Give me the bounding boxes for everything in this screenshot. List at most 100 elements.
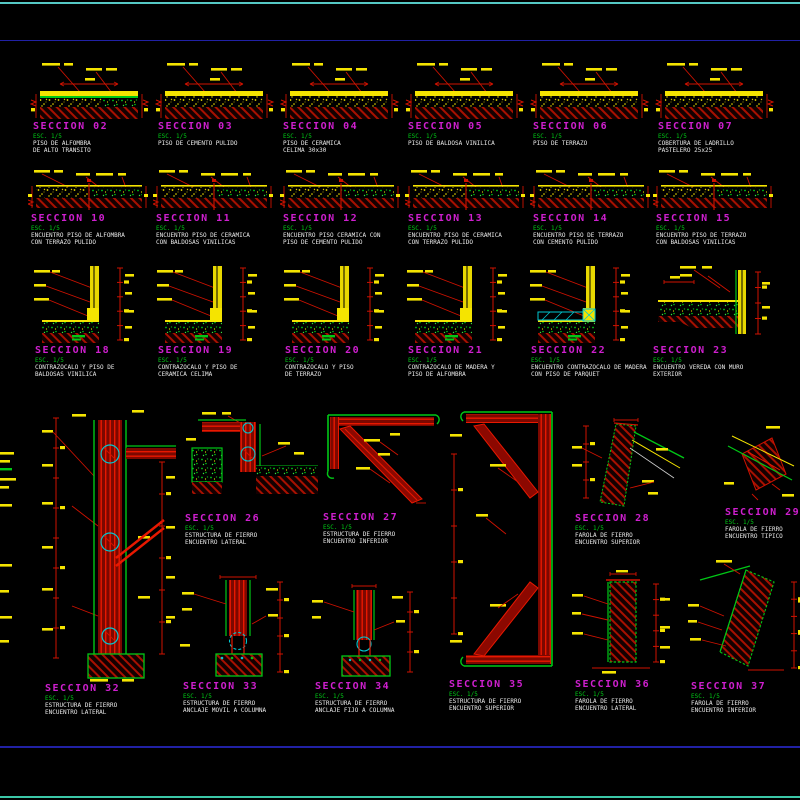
detail-drawing <box>34 266 134 343</box>
scale-label: ESC. 1/5 <box>283 133 312 140</box>
section-title: SECCION 19 <box>158 345 234 356</box>
scale-label: ESC. 1/5 <box>45 695 74 702</box>
section-title: SECCION 13 <box>408 213 484 224</box>
section-description: FAROLA DE FIERRO <box>575 698 633 705</box>
scale-label: ESC. 1/5 <box>285 357 314 364</box>
frame-line-bottom-inner <box>0 746 800 748</box>
detail-drawing <box>407 266 507 343</box>
detail-drawing <box>280 170 400 210</box>
section-description: PISO DE ALFOMBRA <box>408 371 466 378</box>
margin-annotations <box>0 452 30 518</box>
detail-drawing <box>28 170 148 210</box>
margin-annotations <box>0 560 26 656</box>
scale-label: ESC. 1/5 <box>656 225 685 232</box>
section-title: SECCION 14 <box>533 213 609 224</box>
section-description: ENCUENTRO PISO DE TERRAZO <box>656 232 747 239</box>
section-title: SECCION 32 <box>45 683 121 694</box>
scale-label: ESC. 1/5 <box>408 357 437 364</box>
section-title: SECCION 29 <box>725 507 800 518</box>
scale-label: ESC. 1/5 <box>725 519 754 526</box>
section-description: PISO DE CEMENTO PULIDO <box>283 239 363 246</box>
section-title: SECCION 05 <box>408 121 484 132</box>
section-description: PISO DE ALFOMBRA <box>33 140 91 147</box>
section-description: ENCUENTRO LATERAL <box>575 705 637 712</box>
section-description: ESTRUCTURA DE FIERRO <box>449 698 522 705</box>
scale-label: ESC. 1/5 <box>31 225 60 232</box>
scale-label: ESC. 1/5 <box>531 357 560 364</box>
detail-drawing <box>724 426 795 501</box>
detail-drawing <box>157 266 257 343</box>
detail-drawing <box>312 584 419 677</box>
section-description: PISO DE BALDOSA VINILICA <box>408 140 495 147</box>
section-description: PISO DE CERAMICA <box>283 140 341 147</box>
section-description: FAROLA DE FIERRO <box>691 700 749 707</box>
section-title: SECCION 22 <box>531 345 607 356</box>
section-title: SECCION 03 <box>158 121 234 132</box>
section-description: ESTRUCTURA DE FIERRO <box>315 700 388 707</box>
section-title: SECCION 06 <box>533 121 609 132</box>
section-description: ENCUENTRO SUPERIOR <box>449 705 515 712</box>
scale-label: ESC. 1/5 <box>533 225 562 232</box>
detail-drawing <box>688 560 800 671</box>
scale-label: ESC. 1/5 <box>408 133 437 140</box>
detail-drawing <box>186 412 318 494</box>
section-description: ENCUENTRO CONTRAZOCALO DE MADERA <box>531 364 647 371</box>
section-title: SECCION 04 <box>283 121 359 132</box>
section-description: ENCUENTRO INFERIOR <box>323 538 389 545</box>
section-description: ANCLAJE FIJO A COLUMNA <box>315 707 395 714</box>
scale-label: ESC. 1/5 <box>575 525 604 532</box>
section-description: ENCUENTRO PISO DE TERRAZO <box>533 232 624 239</box>
section-title: SECCION 35 <box>449 679 525 690</box>
detail-drawing <box>42 410 176 682</box>
detail-drawing <box>530 63 650 119</box>
section-description: ESTRUCTURA DE FIERRO <box>183 700 256 707</box>
section-description: CON BALDOSAS VINILICAS <box>156 239 236 246</box>
section-description: ANCLAJE MOVIL A COLUMNA <box>183 707 267 714</box>
detail-drawing <box>284 266 384 343</box>
detail-drawing <box>572 418 685 507</box>
section-title: SECCION 23 <box>653 345 729 356</box>
frame-line-bottom-outer <box>0 796 800 798</box>
scale-label: ESC. 1/5 <box>185 525 214 532</box>
section-description: ENCUENTRO PISO DE CERAMICA <box>156 232 250 239</box>
section-description: ENCUENTRO PISO DE ALFOMBRA <box>31 232 125 239</box>
detail-drawing <box>153 170 273 210</box>
detail-drawing <box>405 63 525 119</box>
section-description: ENCUENTRO INFERIOR <box>691 707 757 714</box>
section-title: SECCION 07 <box>658 121 734 132</box>
scale-label: ESC. 1/5 <box>408 225 437 232</box>
annotation-marks <box>0 564 12 643</box>
scale-label: ESC. 1/5 <box>449 691 478 698</box>
detail-drawing <box>530 170 650 210</box>
scale-label: ESC. 1/5 <box>533 133 562 140</box>
detail-drawing <box>405 170 525 210</box>
section-description: CONTRAZOCALO Y PISO <box>285 364 354 371</box>
section-title: SECCION 12 <box>283 213 359 224</box>
section-description: CONTRAZOCALO Y PISO DE <box>158 364 238 371</box>
